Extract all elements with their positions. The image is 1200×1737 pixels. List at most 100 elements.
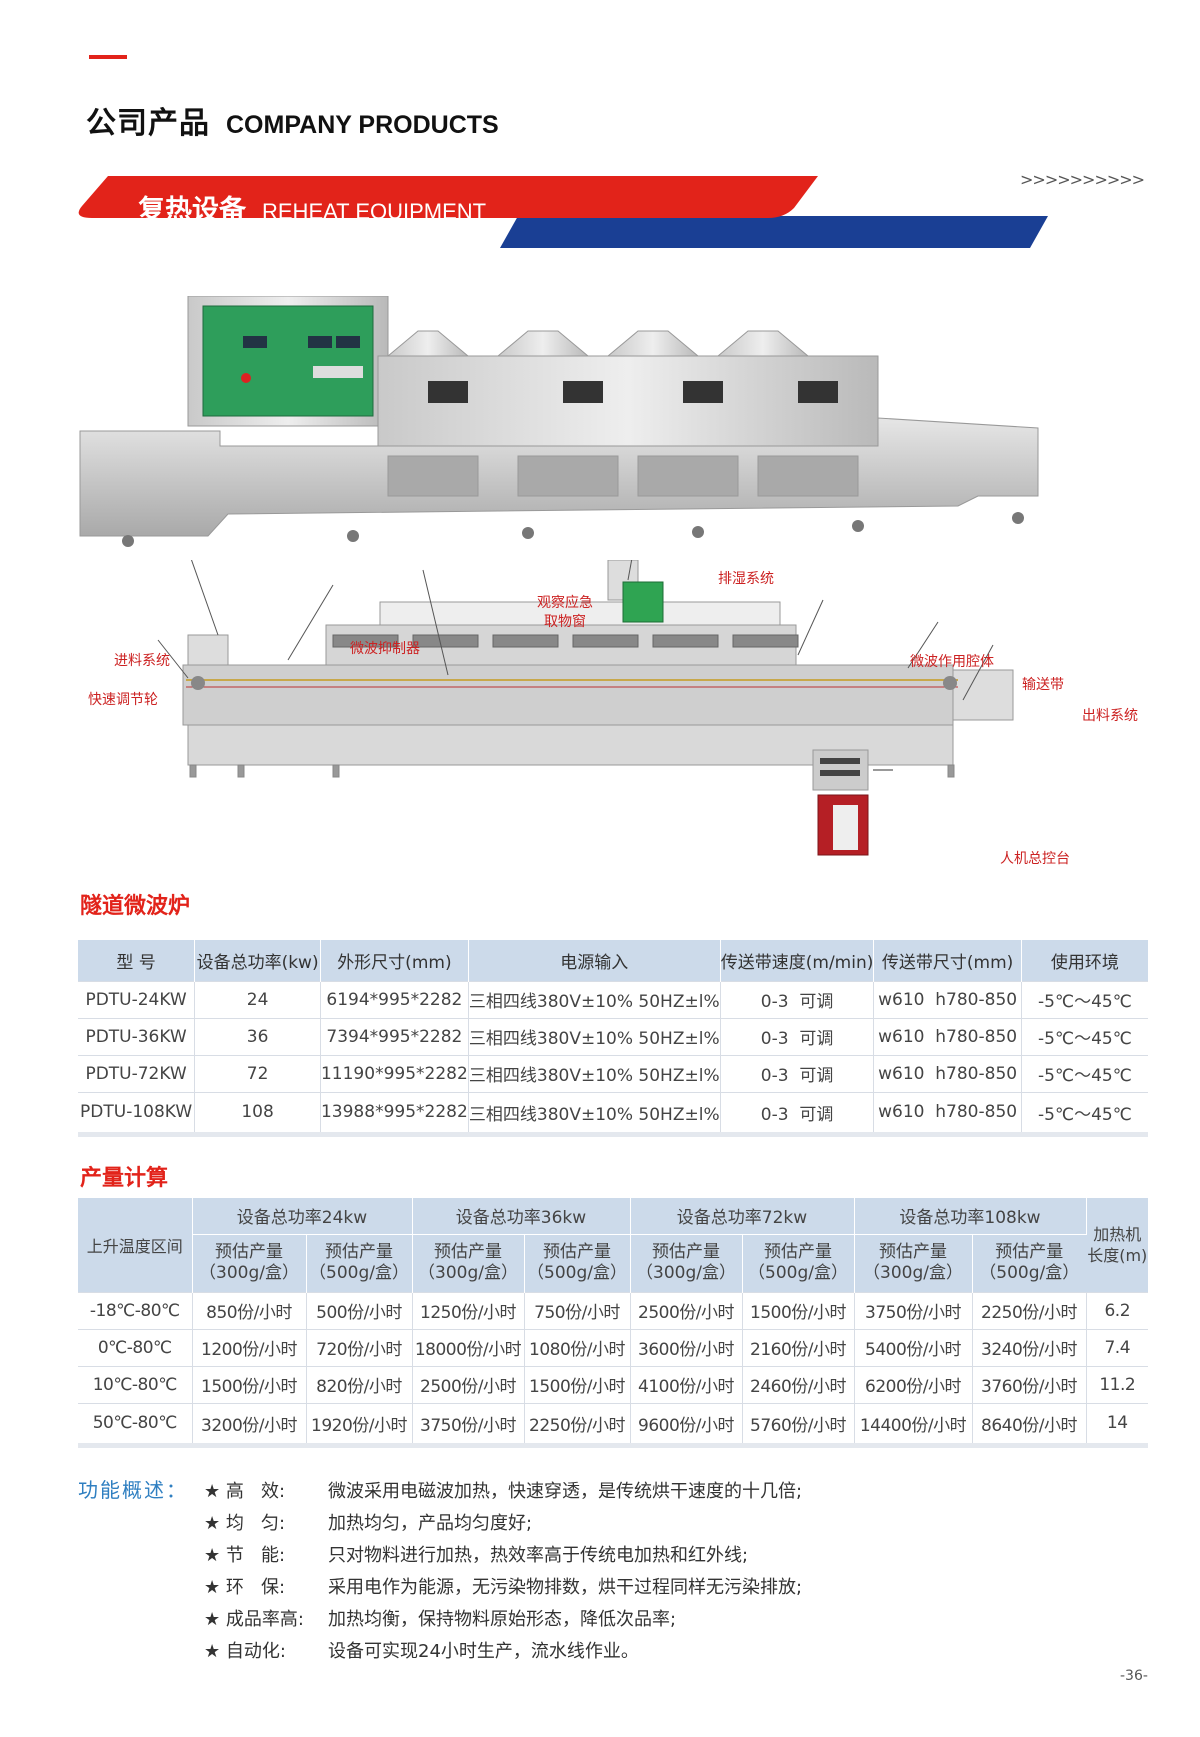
- table-cell: 2500份/小时: [412, 1365, 525, 1403]
- table-cell: 3760份/小时: [972, 1365, 1087, 1403]
- table-cell: 11.2: [1086, 1365, 1148, 1403]
- yield-table: 上升温度区间 设备总功率24kw 设备总功率36kw 设备总功率72kw 设备总…: [78, 1198, 1148, 1448]
- banner-title-en: REHEAT EQUIPMENT: [262, 199, 487, 224]
- table-row: -18℃-80℃ 850份/小时 500份/小时 1250份/小时 750份/小…: [78, 1291, 1148, 1329]
- table-cell: 三相四线380V±10% 50HZ±l%: [468, 980, 721, 1018]
- yield-sub-header: 预估产量 （300g/盒）: [854, 1234, 973, 1292]
- table-cell: 6194*995*2282: [320, 980, 469, 1018]
- page-number: -36-: [1120, 1668, 1148, 1684]
- yield-length-header: 加热机 长度(m): [1086, 1198, 1148, 1292]
- spec-table: 型 号 设备总功率(kw) 外形尺寸(mm) 电源输入 传送带速度(m/min)…: [78, 940, 1148, 1137]
- table-cell: w610 h780-850: [873, 1091, 1022, 1137]
- table-row: PDTU-24KW 24 6194*995*2282 三相四线380V±10% …: [78, 980, 1148, 1018]
- table-row: PDTU-108KW 108 13988*995*2282 三相四线380V±1…: [78, 1091, 1148, 1137]
- spec-header-cell: 使用环境: [1021, 940, 1148, 981]
- table-cell: 500份/小时: [306, 1291, 413, 1329]
- spec-header-cell: 设备总功率(kw): [194, 940, 321, 981]
- product-photo: [79, 296, 1039, 547]
- header-accent-bar: [89, 55, 127, 59]
- table-cell: 2500份/小时: [630, 1291, 743, 1329]
- banner-title-zh: 复热设备: [138, 195, 246, 226]
- feature-name: ★ 节 能:: [204, 1545, 286, 1566]
- spec-header-cell: 外形尺寸(mm): [320, 940, 469, 981]
- table-cell: -5℃～45℃: [1021, 980, 1148, 1018]
- page-title: 公司产品 COMPANY PRODUCTS: [86, 98, 499, 141]
- table-cell: 1500份/小时: [524, 1365, 631, 1403]
- label-cavity: 微波作用腔体: [910, 654, 994, 670]
- feature-desc: 只对物料进行加热，热效率高于传统电加热和红外线;: [328, 1545, 749, 1566]
- banner-arrows: >>>>>>>>>>: [1020, 170, 1145, 189]
- yield-sub-header: 预估产量 （500g/盒）: [972, 1234, 1086, 1292]
- table-cell: 11190*995*2282: [320, 1054, 469, 1092]
- label-discharge: 出料系统: [1082, 708, 1138, 724]
- table-cell: 36: [194, 1017, 321, 1055]
- table-cell: 2250份/小时: [972, 1291, 1087, 1329]
- table-cell: 108: [194, 1091, 321, 1137]
- label-observe-window: 观察应急 取物窗: [537, 595, 593, 630]
- banner-title: 复热设备 REHEAT EQUIPMENT: [138, 188, 486, 227]
- table-cell: 72: [194, 1054, 321, 1092]
- feature-desc: 微波采用电磁波加热，快速穿透，是传统烘干速度的十几倍;: [328, 1481, 803, 1502]
- feature-name: ★ 均 匀:: [204, 1513, 286, 1534]
- table-cell: 3750份/小时: [854, 1291, 973, 1329]
- table-cell: 1080份/小时: [524, 1328, 631, 1366]
- feature-desc: 设备可实现24小时生产，流水线作业。: [328, 1641, 639, 1662]
- features-list: ★ 高 效: 微波采用电磁波加热，快速穿透，是传统烘干速度的十几倍; ★ 均 匀…: [204, 1474, 802, 1666]
- yield-sub-header: 预估产量 （500g/盒）: [742, 1234, 855, 1292]
- feature-name: ★ 环 保:: [204, 1577, 286, 1598]
- table-cell: 14400份/小时: [854, 1402, 973, 1448]
- table-cell: PDTU-24KW: [78, 980, 196, 1018]
- feature-name: ★ 高 效:: [204, 1481, 286, 1502]
- table-cell: PDTU-72KW: [78, 1054, 196, 1092]
- table-cell: 1250份/小时: [412, 1291, 525, 1329]
- feature-item: ★ 成品率高: 加热均衡，保持物料原始形态，降低次品率;: [204, 1602, 802, 1634]
- table-cell: -18℃-80℃: [78, 1291, 193, 1329]
- spec-header-cell: 传送带尺寸(mm): [873, 940, 1022, 981]
- table-cell: 1500份/小时: [192, 1365, 307, 1403]
- yield-group-header: 设备总功率24kw: [192, 1198, 413, 1235]
- yield-group-header: 设备总功率72kw: [630, 1198, 855, 1235]
- feature-desc: 加热均衡，保持物料原始形态，降低次品率;: [328, 1609, 677, 1630]
- table-cell: 6.2: [1086, 1291, 1148, 1329]
- yield-sub-row: 预估产量 （300g/盒） 预估产量 （500g/盒） 预估产量 （300g/盒…: [78, 1234, 1148, 1292]
- banner-shape: [78, 176, 1048, 248]
- feature-item: ★ 节 能: 只对物料进行加热，热效率高于传统电加热和红外线;: [204, 1538, 802, 1570]
- yield-sub-header: 预估产量 （300g/盒）: [412, 1234, 525, 1292]
- feature-item: ★ 均 匀: 加热均匀，产品均匀度好;: [204, 1506, 802, 1538]
- table-cell: 850份/小时: [192, 1291, 307, 1329]
- table-cell: 14: [1086, 1402, 1148, 1448]
- table-cell: 3750份/小时: [412, 1402, 525, 1448]
- spec-header-cell: 电源输入: [468, 940, 721, 981]
- table-cell: 13988*995*2282: [320, 1091, 469, 1137]
- table-cell: PDTU-36KW: [78, 1017, 196, 1055]
- label-quick-wheel: 快速调节轮: [88, 692, 158, 708]
- yield-group-header: 设备总功率36kw: [412, 1198, 631, 1235]
- table-cell: 5760份/小时: [742, 1402, 855, 1448]
- spec-header-cell: 传送带速度(m/min): [720, 940, 875, 981]
- table-cell: 3240份/小时: [972, 1328, 1087, 1366]
- table-cell: 4100份/小时: [630, 1365, 743, 1403]
- label-conveyor: 输送带: [1022, 677, 1064, 693]
- table-row: 0℃-80℃ 1200份/小时 720份/小时 18000份/小时 1080份/…: [78, 1328, 1148, 1366]
- yield-sub-header: 预估产量 （500g/盒）: [306, 1234, 413, 1292]
- table-cell: PDTU-108KW: [78, 1091, 196, 1137]
- table-cell: 1500份/小时: [742, 1291, 855, 1329]
- table-cell: w610 h780-850: [873, 980, 1022, 1018]
- table-cell: 3600份/小时: [630, 1328, 743, 1366]
- table-cell: -5℃～45℃: [1021, 1054, 1148, 1092]
- feature-desc: 加热均匀，产品均匀度好;: [328, 1513, 533, 1534]
- label-control: 人机总控台: [1000, 851, 1070, 867]
- table-cell: 0-3 可调: [720, 1091, 875, 1137]
- table-cell: 7394*995*2282: [320, 1017, 469, 1055]
- feature-name: ★ 自动化:: [204, 1641, 286, 1662]
- yield-sub-header: 预估产量 （300g/盒）: [630, 1234, 743, 1292]
- table-cell: 0-3 可调: [720, 1017, 875, 1055]
- feature-item: ★ 自动化: 设备可实现24小时生产，流水线作业。: [204, 1634, 802, 1666]
- table-cell: 三相四线380V±10% 50HZ±l%: [468, 1091, 721, 1137]
- table-cell: 0-3 可调: [720, 1054, 875, 1092]
- table-cell: 2250份/小时: [524, 1402, 631, 1448]
- table-cell: 2460份/小时: [742, 1365, 855, 1403]
- table-cell: 0-3 可调: [720, 980, 875, 1018]
- yield-sub-header: 预估产量 （500g/盒）: [524, 1234, 631, 1292]
- yield-temp-header: 上升温度区间: [78, 1198, 193, 1292]
